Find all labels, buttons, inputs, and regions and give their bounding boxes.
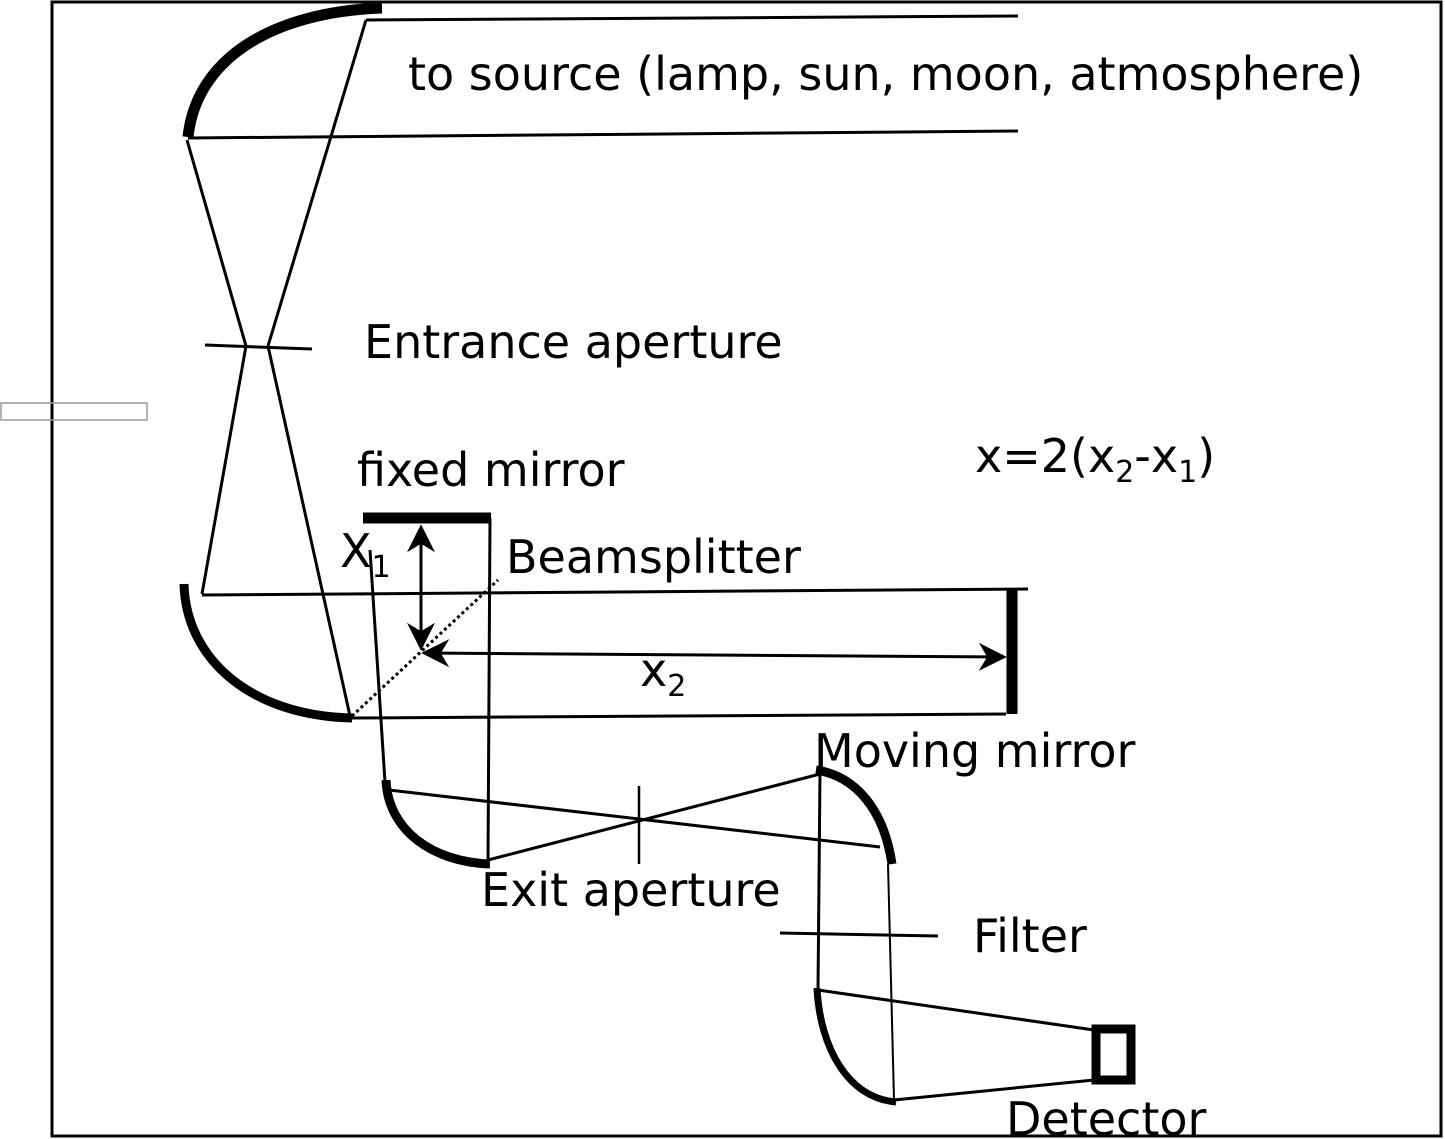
beamsplitter-label: Beamsplitter xyxy=(506,530,801,584)
detector-ray-bottom xyxy=(893,1078,1095,1102)
moving-mirror-label: Moving mirror xyxy=(814,724,1136,778)
exit-ray-a xyxy=(388,788,881,849)
x2-base: x xyxy=(640,643,667,697)
x2-arrow xyxy=(421,639,1007,671)
entrance-aperture-label: Entrance aperture xyxy=(364,315,783,369)
detector-mirror xyxy=(813,987,897,1106)
ray-left-upper xyxy=(185,139,248,347)
ray-right-upper xyxy=(266,19,368,347)
x1-subscript: 1 xyxy=(372,550,391,585)
detector-label: Detector xyxy=(1006,1092,1207,1139)
source-label: to source (lamp, sun, moon, atmosphere) xyxy=(408,47,1363,101)
filter xyxy=(779,931,939,938)
collimated-beam-bottom xyxy=(351,712,1007,720)
filter-ray-right xyxy=(887,863,895,1101)
detector xyxy=(1091,1024,1136,1085)
detector-ray-top xyxy=(817,988,1095,1032)
collimated-beam-top xyxy=(201,587,1029,597)
empty-box xyxy=(0,402,148,421)
refocusing-mirror xyxy=(815,765,897,865)
formula-sub-b: 1 xyxy=(1178,455,1197,490)
exit-mirror xyxy=(381,779,491,869)
x1-label: X1 xyxy=(340,524,391,585)
x1-base: X xyxy=(340,524,372,578)
diagram-frame xyxy=(50,0,1443,1138)
fixed-arm-ray-right xyxy=(486,517,492,863)
collimating-mirror xyxy=(179,583,353,723)
formula-sub-a: 2 xyxy=(1115,455,1134,490)
x2-subscript: 2 xyxy=(667,669,686,704)
exit-aperture-label: Exit aperture xyxy=(481,863,781,917)
formula-mid: -x xyxy=(1134,429,1178,483)
top-collecting-mirror xyxy=(182,2,383,138)
fixed-arm-ray-left xyxy=(368,549,387,783)
source-beam-bottom xyxy=(187,129,1019,140)
exit-ray-b xyxy=(487,772,821,862)
x2-label: x2 xyxy=(640,643,686,704)
ray-right-lower xyxy=(266,345,352,717)
filter-label: Filter xyxy=(973,909,1087,963)
ray-left-lower xyxy=(200,345,248,595)
formula-lhs: x=2(x xyxy=(975,429,1115,483)
path-difference-formula: x=2(x2-x1) xyxy=(975,429,1215,490)
fixed-mirror-label: fixed mirror xyxy=(357,443,625,497)
source-beam-top xyxy=(365,14,1019,22)
entrance-aperture-mark xyxy=(204,343,313,351)
formula-rhs: ) xyxy=(1197,429,1215,483)
filter-ray-left xyxy=(816,771,822,991)
